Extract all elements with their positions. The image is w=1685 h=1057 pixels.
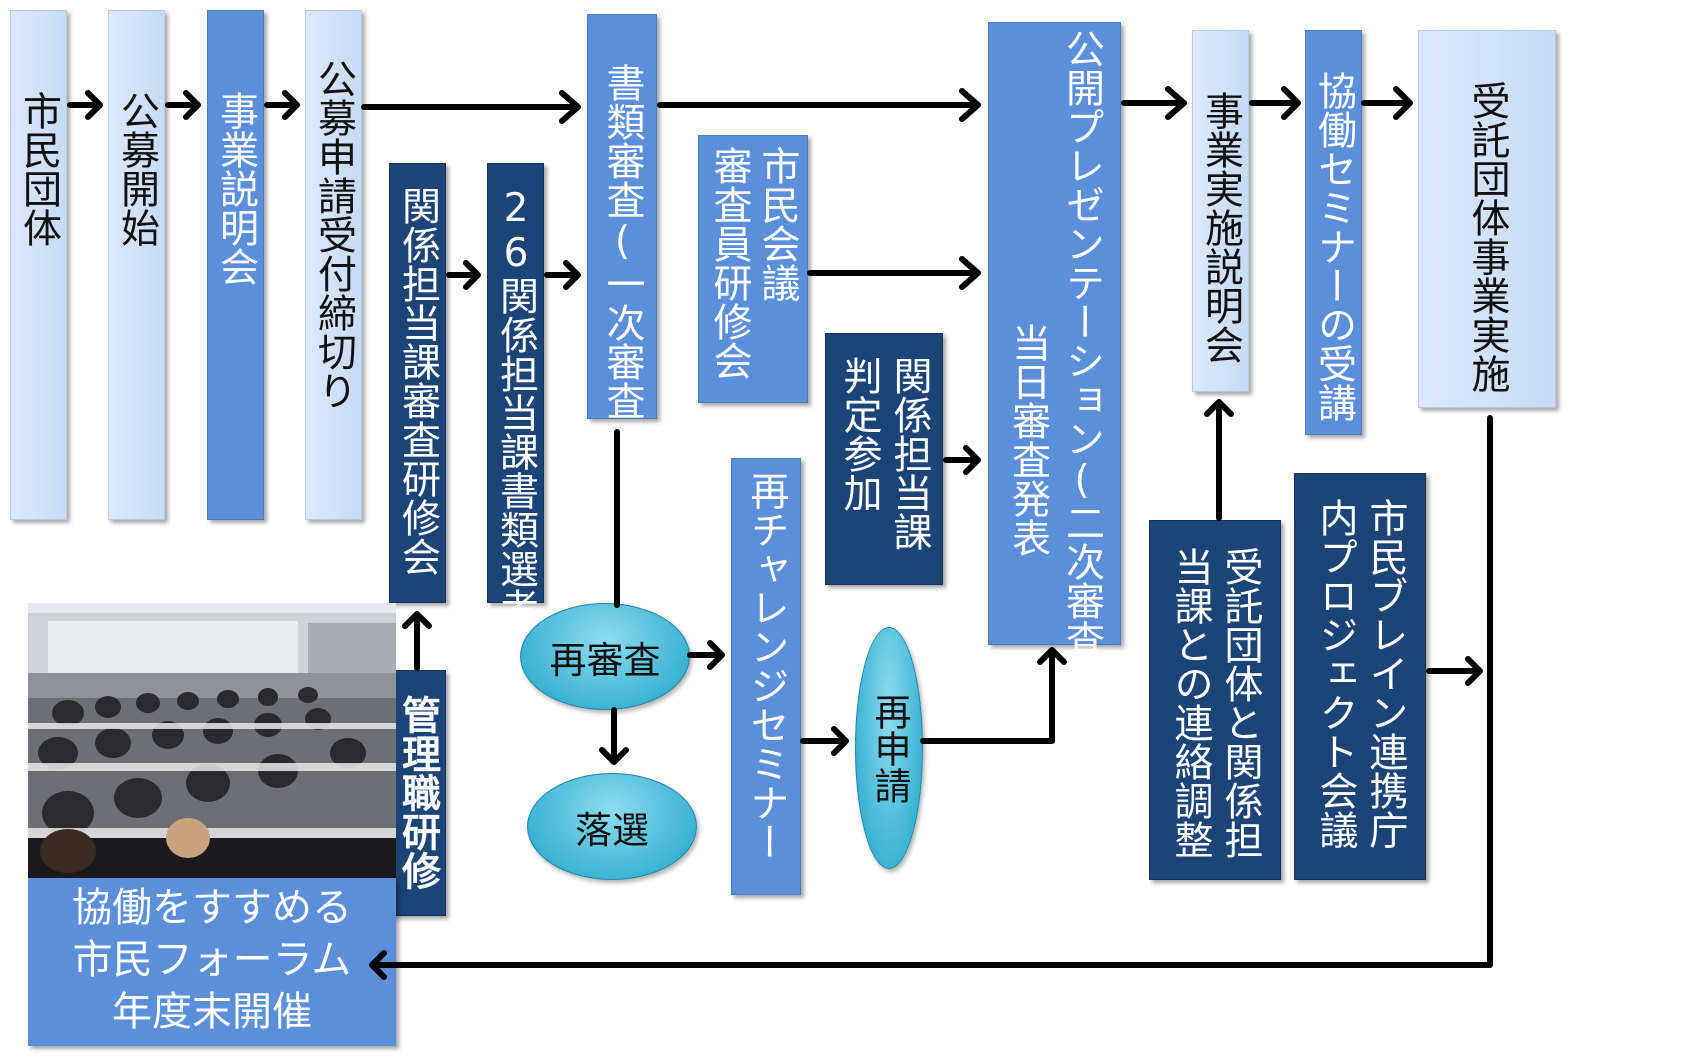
- node-label-line1: 公開プレゼンテーション(二次審査): [1059, 29, 1105, 704]
- node-jutaku-renraku: 当課との連絡調整 受託団体と関係担: [1149, 520, 1281, 880]
- forum-line1: 協働をすすめる: [72, 885, 352, 931]
- node-label-line2: 審査員研修会: [707, 146, 752, 380]
- node-label: 管理職研修: [395, 695, 441, 890]
- node-label: 事業説明会: [213, 91, 259, 286]
- node-shimin-kaigi-kenshu: 審査員研修会 市民会議: [698, 135, 808, 403]
- node-label-line1: 市民会議: [755, 146, 800, 302]
- forum-line3: 年度末開催: [112, 989, 312, 1035]
- node-label: 再チャレンジセミナー: [744, 471, 789, 861]
- node-label-line2: 内プロジェクト会議: [1313, 498, 1358, 849]
- node-kankei-hantei: 判定参加 関係担当課: [825, 333, 943, 585]
- node-label-line2: 当日審査発表: [1005, 323, 1051, 557]
- node-label-line1: 関係担当課: [887, 356, 932, 551]
- node-label-line2: 当課との連絡調整: [1168, 547, 1213, 859]
- node-shimin-dantai: 市民団体: [10, 10, 67, 520]
- node-kankei-shinsa-kenshu: 関係担当課審査研修会: [389, 163, 446, 603]
- node-label: 26関係担当課書類選考: [493, 186, 539, 627]
- seminar-photo: [28, 603, 396, 881]
- node-jutaku-jigyo: 受託団体事業実施: [1418, 30, 1556, 408]
- oval-saishinsa: 再審査: [520, 603, 690, 710]
- node-kokai-presen: 当日審査発表 公開プレゼンテーション(二次審査): [988, 22, 1121, 704]
- node-label: 市民団体: [16, 91, 62, 247]
- oval-label: 再申請: [868, 692, 911, 804]
- node-label: 書類審査(一次審査): [600, 63, 645, 465]
- node-label-line2: 判定参加: [837, 356, 882, 512]
- node-label: 受託団体事業実施: [1465, 81, 1510, 393]
- node-kanrishoku-kenshu: 管理職研修: [389, 670, 446, 916]
- oval-rakusen: 落選: [527, 773, 697, 880]
- node-label: 公募申請受付締切り: [311, 59, 357, 410]
- node-label: 関係担当課審査研修会: [395, 186, 441, 576]
- node-label: 協働セミナーの受講: [1311, 71, 1357, 422]
- node-jigyo-setsumeikai: 事業説明会: [207, 10, 264, 520]
- node-label: 事業実施説明会: [1198, 91, 1244, 364]
- oval-label: 落選: [575, 808, 649, 852]
- node-rechallenge-seminar: 再チャレンジセミナー: [731, 458, 801, 895]
- node-shorui-shinsa: 書類審査(一次審査): [587, 14, 657, 465]
- oval-label: 再審査: [549, 638, 661, 682]
- oval-sai-shinsei: 再申請: [855, 627, 923, 869]
- node-label-line1: 市民ブレイン連携庁: [1363, 498, 1408, 849]
- node-brain-renkei: 内プロジェクト会議 市民ブレイン連携庁: [1294, 473, 1426, 880]
- node-kankei-shorui-senko: 26関係担当課書類選考: [487, 163, 544, 627]
- forum-line2: 市民フォーラム: [72, 937, 352, 983]
- node-kobo-shinsei: 公募申請受付締切り: [305, 10, 362, 520]
- forum-box: 協働をすすめる 市民フォーラム 年度末開催: [28, 878, 396, 1046]
- node-jigyo-jisshi-setsumeikai: 事業実施説明会: [1192, 30, 1249, 392]
- node-kobo-kaishi: 公募開始: [108, 10, 165, 520]
- node-label-line1: 受託団体と関係担: [1218, 547, 1263, 859]
- seminar-photo-image: [28, 603, 396, 881]
- node-label: 公募開始: [114, 91, 160, 247]
- node-kyodo-seminar: 協働セミナーの受講: [1305, 30, 1362, 435]
